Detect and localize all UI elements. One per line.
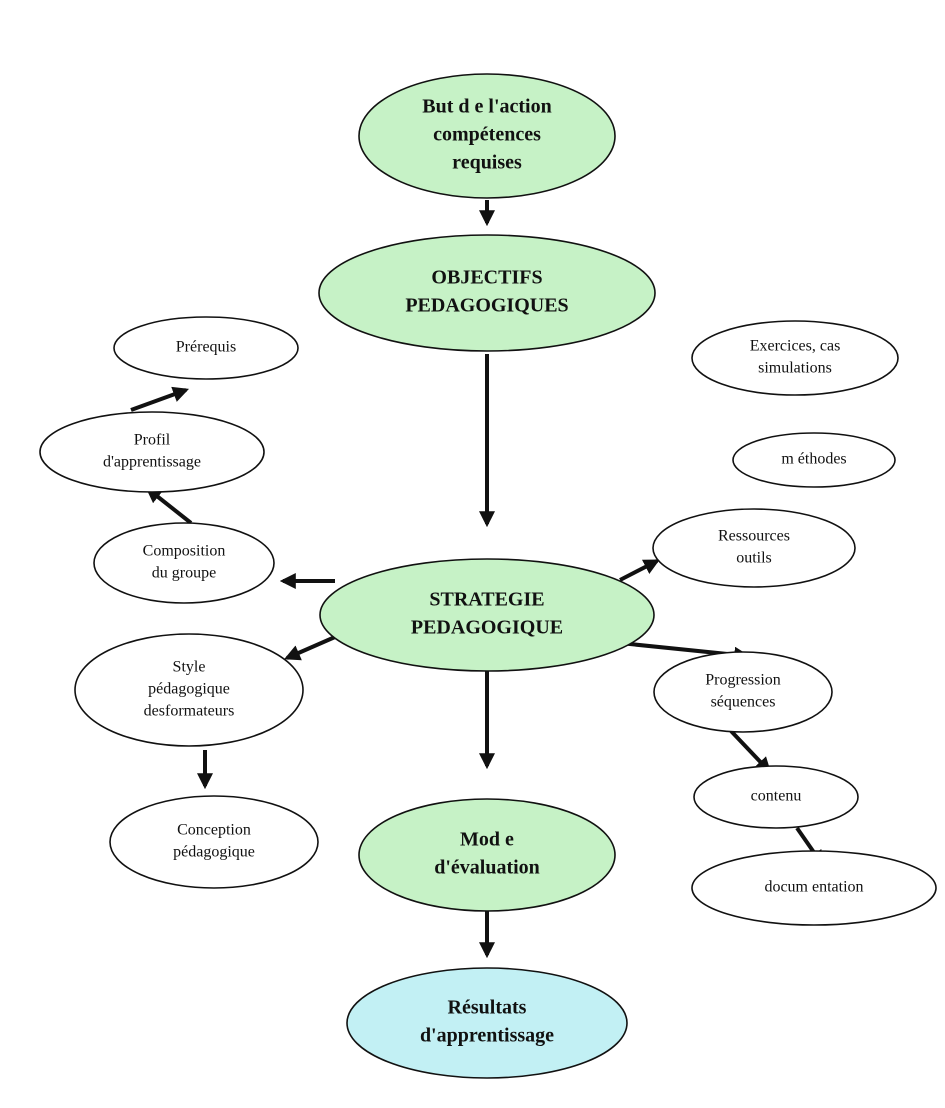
nodes-layer: But d e l'action compétences requisesOBJEC… <box>39 73 937 1079</box>
arrow-strategie-to-style <box>284 635 336 661</box>
arrow-profil-to-prerequis <box>130 386 190 412</box>
node-exercices-label-0: Exercices, cas <box>750 338 841 355</box>
node-strategie: STRATEGIE PEDAGOGIQUE <box>319 558 655 672</box>
arrow-strategie-to-ressources <box>619 559 660 582</box>
node-conception-shape <box>109 795 319 889</box>
node-style-label-0: Style <box>173 659 206 676</box>
node-prerequis-label-0: Prérequis <box>176 339 236 356</box>
node-documentation-shape <box>691 850 937 926</box>
node-mode-shape <box>358 798 616 912</box>
node-progression: Progression séquences <box>653 651 833 733</box>
node-progression-shape <box>653 651 833 733</box>
node-strategie-shape <box>319 558 655 672</box>
node-prerequis-shape <box>113 316 299 380</box>
node-conception-label-1: pédagogique <box>173 844 255 861</box>
node-mode: Mod e d'évaluation <box>358 798 616 912</box>
node-resultats-label-1: d'apprentissage <box>420 1025 554 1047</box>
node-style-label-2: desformateurs <box>144 703 235 720</box>
node-ressources-shape <box>652 508 856 588</box>
node-progression-label-0: Progression <box>705 672 781 689</box>
node-composition-shape <box>93 522 275 604</box>
node-contenu-label-0: contenu <box>751 788 802 805</box>
node-conception: Conception pédagogique <box>109 795 319 889</box>
node-but-label-2: requises <box>452 152 522 174</box>
arrow-progression-to-contenu <box>729 729 772 774</box>
node-style: Style pédagogique desformateurs <box>74 633 304 747</box>
node-profil-label-0: Profil <box>134 432 171 449</box>
node-profil: Profil d'apprentissage <box>39 411 265 493</box>
node-style-label-1: pédagogique <box>148 681 230 698</box>
node-mode-label-1: d'évaluation <box>434 857 540 879</box>
node-composition: Composition du groupe <box>93 522 275 604</box>
node-profil-shape <box>39 411 265 493</box>
node-ressources: Ressources outils <box>652 508 856 588</box>
node-objectifs-shape <box>318 234 656 352</box>
node-contenu: contenu <box>693 765 859 829</box>
node-documentation-label-0: docum entation <box>764 879 863 896</box>
node-exercices-shape <box>691 320 899 396</box>
node-but-label-0: But d e l'action <box>422 96 551 118</box>
node-but: But d e l'action compétences requises <box>358 73 616 199</box>
node-objectifs: OBJECTIFS PEDAGOGIQUES <box>318 234 656 352</box>
node-profil-label-1: d'apprentissage <box>103 454 201 471</box>
node-but-shape <box>358 73 616 199</box>
node-but-label-1: compétences <box>433 124 541 146</box>
node-contenu-shape <box>693 765 859 829</box>
node-methodes: m éthodes <box>732 432 896 488</box>
node-composition-label-1: du groupe <box>152 565 216 582</box>
node-composition-label-0: Composition <box>143 543 226 560</box>
node-exercices: Exercices, cas simulations <box>691 320 899 396</box>
node-strategie-label-0: STRATEGIE <box>429 589 544 611</box>
node-style-shape <box>74 633 304 747</box>
node-ressources-label-0: Ressources <box>718 528 790 545</box>
node-objectifs-label-1: PEDAGOGIQUES <box>405 295 568 317</box>
node-objectifs-label-0: OBJECTIFS <box>431 267 542 289</box>
node-conception-label-0: Conception <box>177 822 251 839</box>
node-progression-label-1: séquences <box>711 694 776 711</box>
node-documentation: docum entation <box>691 850 937 926</box>
node-exercices-label-1: simulations <box>758 360 832 377</box>
node-strategie-label-1: PEDAGOGIQUE <box>411 617 563 639</box>
arrow-composition-to-profil <box>145 487 193 525</box>
node-methodes-label-0: m éthodes <box>781 451 846 468</box>
node-methodes-shape <box>732 432 896 488</box>
node-resultats-label-0: Résultats <box>448 997 527 1019</box>
node-prerequis: Prérequis <box>113 316 299 380</box>
node-resultats: Résultats d'apprentissage <box>346 967 628 1079</box>
node-resultats-shape <box>346 967 628 1079</box>
node-ressources-label-1: outils <box>736 550 772 567</box>
node-mode-label-0: Mod e <box>460 829 514 851</box>
